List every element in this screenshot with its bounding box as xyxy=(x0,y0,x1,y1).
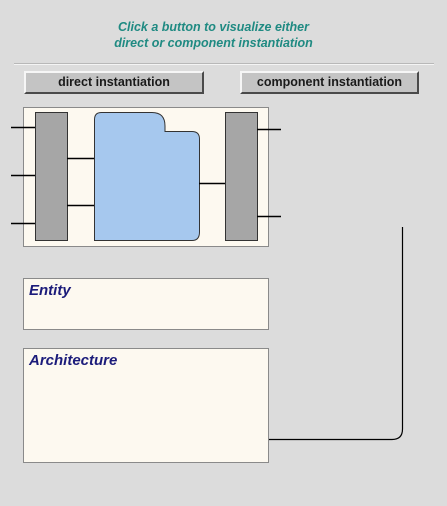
component-shape xyxy=(94,112,200,241)
architecture-connector-line xyxy=(269,227,404,441)
instruction-text: Click a button to visualize either direc… xyxy=(0,19,427,51)
component-instantiation-button[interactable]: component instantiation xyxy=(240,71,419,94)
header-separator xyxy=(14,63,434,65)
instruction-line-2: direct or component instantiation xyxy=(114,36,313,50)
architecture-panel: Architecture xyxy=(23,348,269,463)
entity-panel: Entity xyxy=(23,278,269,330)
direct-instantiation-button[interactable]: direct instantiation xyxy=(24,71,204,94)
entity-title: Entity xyxy=(29,282,71,299)
instruction-line-1: Click a button to visualize either xyxy=(117,20,309,34)
left-port-block xyxy=(35,112,68,241)
right-port-block xyxy=(225,112,258,241)
architecture-title: Architecture xyxy=(29,352,118,369)
